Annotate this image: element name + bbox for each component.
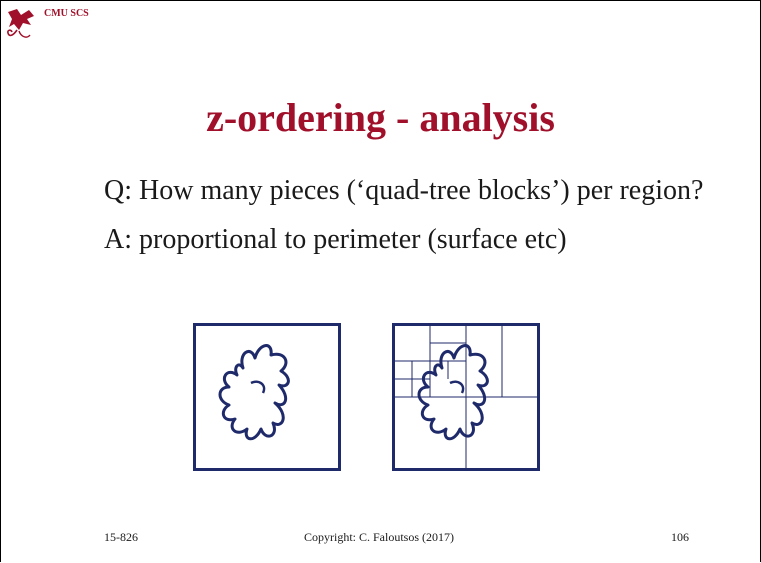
slide-title: z-ordering - analysis [206,95,555,140]
region-quadtree-figure [392,323,540,471]
footer-course: 15-826 [104,530,138,544]
dragon-logo-icon [7,9,34,38]
footer-page-number: 106 [671,530,689,544]
slide-body: Q: How many pieces (‘quad-tree blocks’) … [104,173,704,258]
region-figure [193,323,341,471]
footer-copyright: Copyright: C. Faloutsos (2017) [304,530,455,544]
org-label: CMU SCS [44,8,89,19]
question-text: Q: How many pieces (‘quad-tree blocks’) … [104,175,704,206]
answer-text: A: proportional to perimeter (surface et… [104,224,567,255]
